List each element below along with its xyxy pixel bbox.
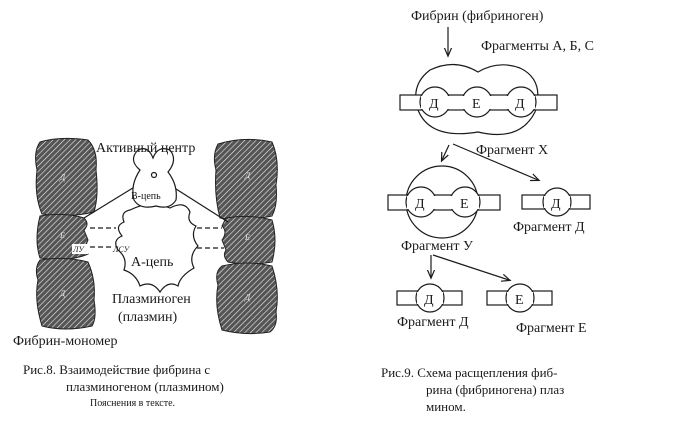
figure-9-caption: мином.	[426, 399, 466, 414]
fragment-x-label: Фрагмент Х	[476, 143, 548, 158]
domain-label: Е	[59, 231, 65, 240]
b-chain-label: В-цепь	[131, 191, 161, 202]
fibrin-monomer-label: Фибрин-мономер	[13, 334, 117, 349]
active-center-dot	[150, 171, 158, 179]
d-label: Д	[429, 97, 439, 112]
figure-9-diagram: Фибрин (фибриноген) Фрагменты А, Б, С Д …	[381, 9, 594, 414]
right-d-domain-top	[213, 138, 278, 221]
fragment-d-label: Фрагмент Д	[513, 220, 585, 235]
figure-8-caption: Рис.8. Взаимодействие фибрина с	[23, 362, 210, 377]
domain-label: Д	[59, 289, 66, 298]
figure-8-note: Пояснения в тексте.	[90, 398, 175, 409]
domain-label: Е	[244, 233, 250, 242]
e-label: Е	[460, 197, 469, 212]
lu-site	[72, 244, 88, 254]
fragments-abc-label: Фрагменты А, Б, С	[481, 39, 594, 54]
domain-label: Д	[244, 171, 251, 180]
left-d-domain-top	[35, 137, 98, 217]
figure-9-caption: рина (фибриногена) плаз	[426, 382, 564, 397]
fibrin-source-label: Фибрин (фибриноген)	[411, 9, 544, 24]
domain-label: Д	[59, 173, 66, 182]
d-label: Д	[515, 97, 525, 112]
d-label: Д	[415, 197, 425, 212]
fragment-y-label: Фрагмент У	[401, 239, 473, 254]
e-label: Е	[515, 293, 524, 308]
right-d-domain-bottom	[216, 262, 278, 335]
a-chain-shape	[115, 203, 199, 294]
domain-label: Д	[244, 293, 251, 302]
a-chain-label: А-цепь	[131, 255, 173, 270]
arrow-icon	[432, 254, 509, 280]
active-center-label: Активный центр	[96, 141, 195, 156]
left-d-domain-bottom	[35, 257, 96, 330]
fragment-d-label: Фрагмент Д	[397, 315, 469, 330]
plasmin-label: (плазмин)	[118, 310, 178, 325]
d-label: Д	[551, 197, 561, 212]
figure-8-diagram: Д Е Д Д Е Д ЛУ Активный центр В-цепь ЛСУ…	[13, 137, 278, 409]
d-label: Д	[424, 293, 434, 308]
fragment-e-label: Фрагмент Е	[516, 321, 587, 336]
figure-9-caption: Рис.9. Схема расщепления фиб-	[381, 365, 557, 380]
arrow-icon	[442, 144, 450, 160]
figure-8-caption: плазминогеном (плазмином)	[66, 379, 224, 394]
lu-label: ЛУ	[72, 245, 85, 254]
e-label: Е	[472, 97, 481, 112]
arrow-icon	[452, 143, 538, 180]
lsu-label: ЛСУ	[112, 245, 131, 254]
plasminogen-label: Плазминоген	[112, 292, 191, 307]
